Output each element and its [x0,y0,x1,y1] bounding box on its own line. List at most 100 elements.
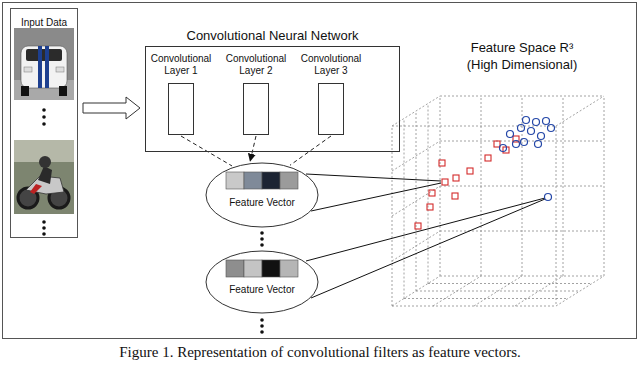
layer-name: Convolutional Layer 1 [148,53,214,77]
feature-space-grid [440,96,604,276]
car-photo [14,28,74,100]
blue-circle-point [533,119,540,126]
car-photo [21,46,67,88]
car-photo [24,67,32,72]
vector-cell [244,172,262,189]
blue-circle-point [535,141,542,148]
ellipse-outline [206,251,318,313]
motorcycle-photo [30,184,42,194]
car-photo [56,67,64,72]
car-photo [21,86,29,96]
motorcycle-photo [14,140,74,214]
feature-vector-ellipse: Feature Vector [205,162,319,228]
vector-cell [280,172,298,189]
layer-filter-box [243,83,269,135]
red-square-point [415,136,519,229]
blue-circle-point [543,118,550,125]
vector-cell [262,260,280,277]
blue-circle-point [513,141,520,148]
plot-title: (High Dimensional) [467,57,578,73]
car-photo [26,49,62,61]
feature-space-grid [392,276,604,306]
blue-circle-point [500,117,555,201]
feature-link [290,136,331,165]
blue-circle-point [523,117,530,124]
blue-circle-point [518,125,525,132]
plot-title: Feature Space R³ [471,40,574,56]
feature-link [181,136,232,166]
layer-filter-box [168,83,194,135]
red-square-point [485,155,491,161]
leader-line [306,198,545,298]
vector-name: Feature Vector [229,197,295,209]
blue-circle-point [500,145,507,152]
layer-name: Convolutional Layer 2 [223,53,289,77]
red-square-point [467,168,473,174]
vector-dots [260,243,264,247]
plot-title-holder: (High Dimensional) [402,55,640,73]
plot-title-holder: Feature Space R³ [402,38,640,56]
car-photo [14,28,74,100]
vector-cell [262,172,280,189]
figure-frame [3,3,637,339]
feature-space-grid [392,96,604,306]
ellipse-outline [205,162,319,228]
red-square-point [429,190,435,196]
vector-dots [260,237,264,241]
motorcycle-photo [39,156,51,168]
blue-circle-point [538,133,545,140]
layer-filter-box [318,83,344,135]
feature-vector-ellipse: Feature Vector [205,250,319,314]
blue-circle-point [548,125,555,132]
red-square-point [442,179,448,185]
input-dots [42,115,46,119]
input-dots [42,108,46,112]
vector-cell [226,172,244,189]
conv-layer: Convolutional Layer 2 [223,53,289,135]
blue-circle-point [521,139,528,146]
feature-space-grid [392,284,592,307]
red-square-point [427,204,433,210]
vector-dots [260,324,264,328]
red-square-point [452,193,458,199]
input-dots [42,122,46,126]
leader-line [306,174,545,298]
motorcycle-photo [38,166,52,184]
input-data-panel: Input Data [10,8,78,238]
vector-dots [260,318,264,322]
ellipse-outline [206,163,318,227]
conv-layer: Convolutional Layer 1 [148,53,214,135]
vector-cell [244,260,262,277]
red-square-point [415,223,421,229]
layer-name: Convolutional Layer 3 [298,53,364,77]
ellipse-outline [205,250,319,314]
input-dots [42,232,46,236]
flow-arrow [83,97,140,119]
figure-caption: Figure 1. Representation of convolutiona… [119,343,521,361]
red-square-point [453,175,459,181]
caption-holder: Figure 1. Representation of convolutiona… [0,343,640,361]
input-dots [42,226,46,230]
panel-title: Input Data [21,17,67,29]
conv-layer: Convolutional Layer 3 [298,53,364,135]
feature-space-grid [392,104,428,307]
vector-cell [226,260,244,277]
car-photo [45,46,49,88]
leader-line [306,174,441,211]
car-photo [59,86,67,96]
feature-space-grid [392,96,604,306]
vector-dots [260,330,264,334]
blue-circle-point [528,128,535,135]
network-title: Convolutional Neural Network [187,28,359,44]
network-box: Convolutional Neural NetworkConvolutiona… [145,46,400,152]
vector-dots [260,231,264,235]
red-square-point [494,141,500,147]
red-square-point [439,160,445,166]
vector-cell [280,260,298,277]
car-photo [38,46,42,88]
blue-circle-point [507,131,514,138]
input-dots [42,220,46,224]
blue-circle-point [545,194,552,201]
motorcycle-photo [14,140,74,214]
